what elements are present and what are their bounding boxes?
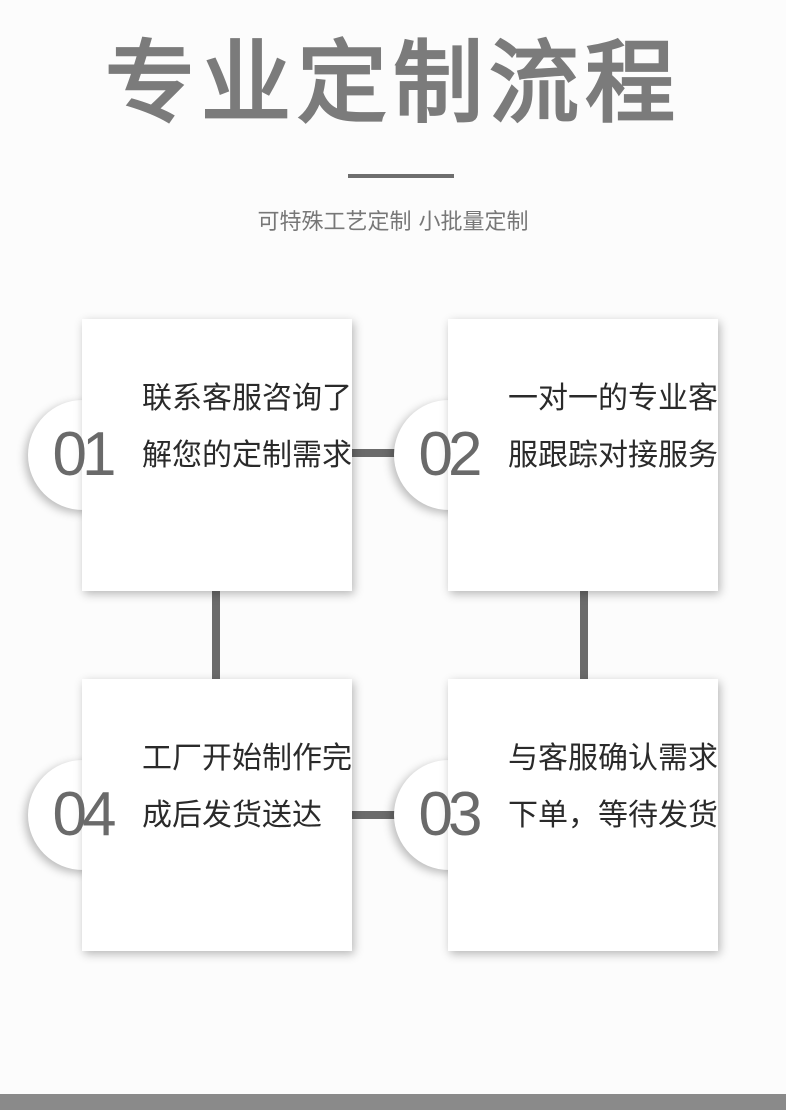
step-03-number: 03 xyxy=(418,780,483,849)
step-03-badge-fill xyxy=(448,745,508,885)
title-divider xyxy=(348,174,454,178)
step-04-text: 工厂开始制作完成后发货送达 xyxy=(142,741,352,833)
step-04-number: 04 xyxy=(52,780,117,849)
step-03-text: 与客服确认需求下单，等待发货 xyxy=(508,741,718,833)
step-01-badge-fill xyxy=(82,385,142,525)
step-02-number: 02 xyxy=(418,420,483,489)
page-title: 专业定制流程 xyxy=(105,30,681,136)
page-subtitle: 可特殊工艺定制 小批量定制 xyxy=(257,210,529,235)
step-01-text: 联系客服咨询了解您的定制需求 xyxy=(142,381,352,473)
bottom-bar xyxy=(0,1094,786,1110)
step-02-badge-fill xyxy=(448,385,508,525)
step-04-badge-fill xyxy=(82,745,142,885)
step-02-text: 一对一的专业客服跟踪对接服务 xyxy=(508,381,718,473)
step-01-number: 01 xyxy=(52,420,117,489)
connector-04-01 xyxy=(212,589,220,681)
connector-02-03 xyxy=(580,589,588,681)
